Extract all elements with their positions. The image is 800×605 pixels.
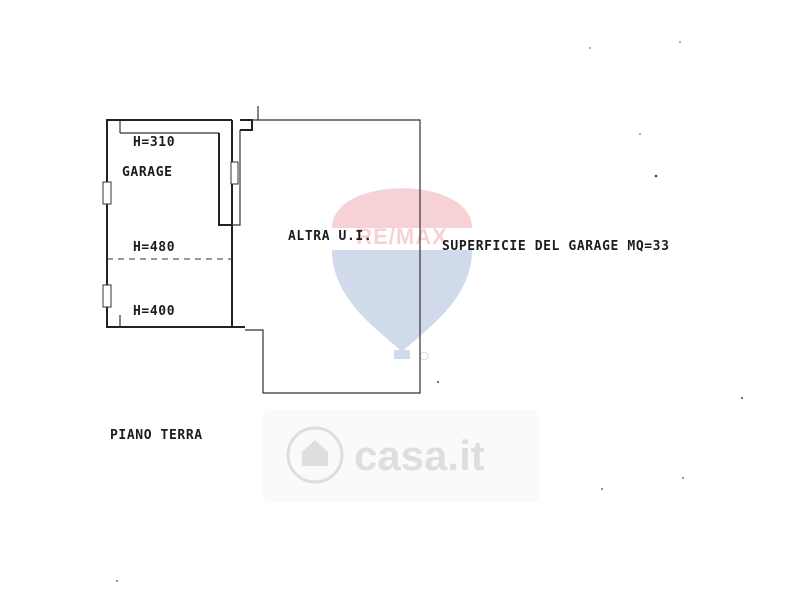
door-jamb-right [230,161,239,185]
altra-ui-walls [245,106,421,394]
remax-basket [394,350,410,359]
casa-watermark-backdrop [262,410,540,502]
floor-label: PIANO TERRA [110,428,203,443]
remax-balloon-top [332,188,472,228]
garage-walls [102,119,253,328]
house-icon-circle [286,426,344,484]
neighbor-unit-label: ALTRA U.I. [288,229,372,244]
remax-balloon-bottom [332,250,472,352]
height-label-bottom: H=400 [133,304,175,319]
scan-specks [116,41,743,582]
house-icon [302,440,328,466]
surface-note: SUPERFICIE DEL GARAGE MQ=33 [442,239,670,254]
casa-it-watermark: casa.it [262,410,540,502]
window-left-lower [102,284,112,308]
remax-logo-text: RE/MAX [356,224,448,249]
remax-logo-watermark: RE/MAX [332,188,472,361]
garage-label: GARAGE [122,165,173,180]
casa-it-text: casa.it [354,432,485,479]
window-left-upper [102,181,112,205]
height-label-top: H=310 [133,135,175,150]
registered-mark [419,351,429,361]
height-label-middle: H=480 [133,240,175,255]
